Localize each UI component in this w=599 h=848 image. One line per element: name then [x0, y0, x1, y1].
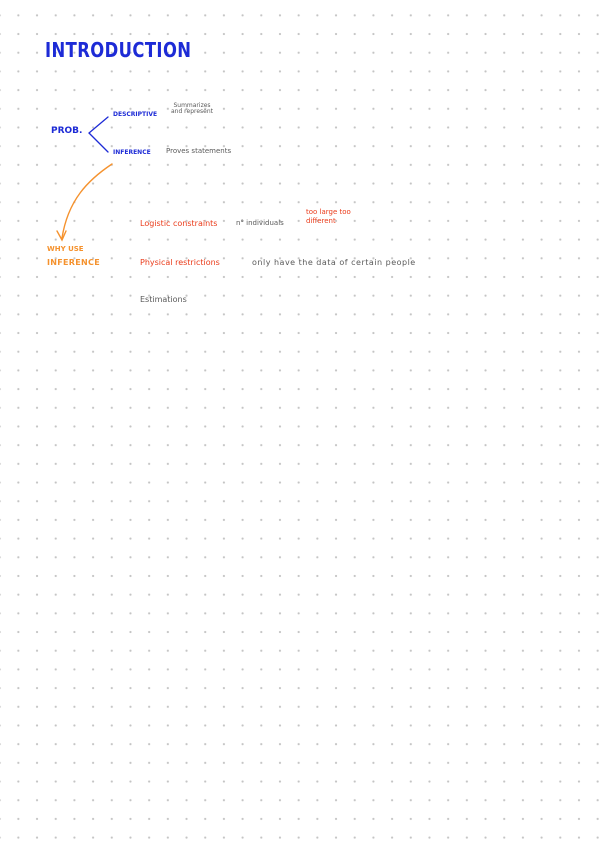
physical-restrictions-label: Physical restrictions	[140, 258, 220, 267]
inference-note: Proves statements	[166, 147, 232, 155]
why-inference-arrow	[56, 163, 113, 242]
logistic-reasons: too large too different	[306, 208, 351, 225]
why-use-label: WHY USE	[47, 245, 84, 253]
why-inference-label: INFERENCE	[47, 258, 100, 267]
page-title: INTRODUCTION	[45, 38, 192, 62]
descriptive-label: DESCRIPTIVE	[113, 111, 158, 118]
prob-branch-lines	[88, 116, 109, 153]
inference-label: INFERENCE	[113, 149, 151, 156]
estimations-label: Estimations	[140, 295, 187, 304]
logistic-constraints-label: Logistic constraints	[140, 219, 218, 228]
prob-label: PROB.	[51, 126, 83, 136]
individuals-note: n° individuals	[236, 219, 284, 227]
physical-restrictions-note: only have the data of certain people	[252, 258, 416, 267]
descriptive-note: Summarizes and represent	[170, 102, 214, 115]
